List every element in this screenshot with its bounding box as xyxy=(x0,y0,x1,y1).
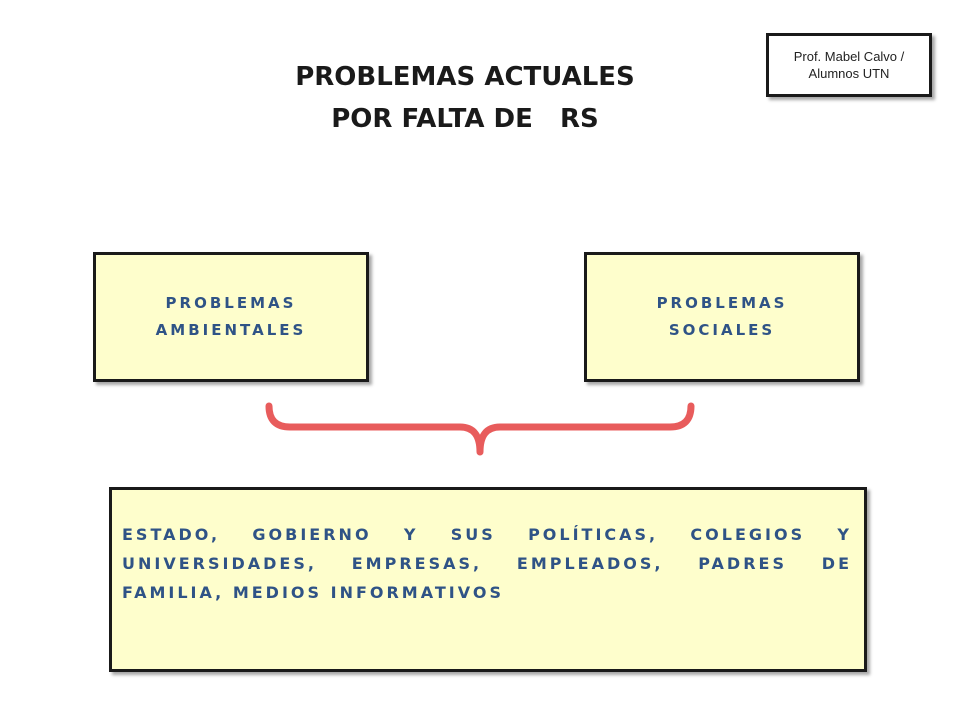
environmental-box-line-1: PROBLEMAS xyxy=(165,294,297,312)
title-line-1: PROBLEMAS ACTUALES xyxy=(295,62,635,92)
social-box-line-2: SOCIALES xyxy=(668,321,776,339)
social-box-line-1: PROBLEMAS xyxy=(656,294,788,312)
environmental-problems-box: PROBLEMAS AMBIENTALES xyxy=(93,252,369,382)
credit-box: Prof. Mabel Calvo / Alumnos UTN xyxy=(766,33,932,97)
environmental-box-line-2: AMBIENTALES xyxy=(155,321,307,339)
responsible-actors-box: ESTADO, GOBIERNO Y SUS POLÍTICAS, COLEGI… xyxy=(109,487,867,672)
responsible-actors-text: ESTADO, GOBIERNO Y SUS POLÍTICAS, COLEGI… xyxy=(122,525,852,602)
curly-brace-path xyxy=(265,402,695,456)
curly-brace-connector xyxy=(265,402,695,456)
page-title: PROBLEMAS ACTUALES POR FALTA DE RS xyxy=(200,56,730,140)
social-problems-box: PROBLEMAS SOCIALES xyxy=(584,252,860,382)
credit-line-2: Alumnos UTN xyxy=(808,66,890,81)
credit-line-1: Prof. Mabel Calvo / xyxy=(793,49,905,64)
title-line-2: POR FALTA DE RS xyxy=(331,104,599,134)
